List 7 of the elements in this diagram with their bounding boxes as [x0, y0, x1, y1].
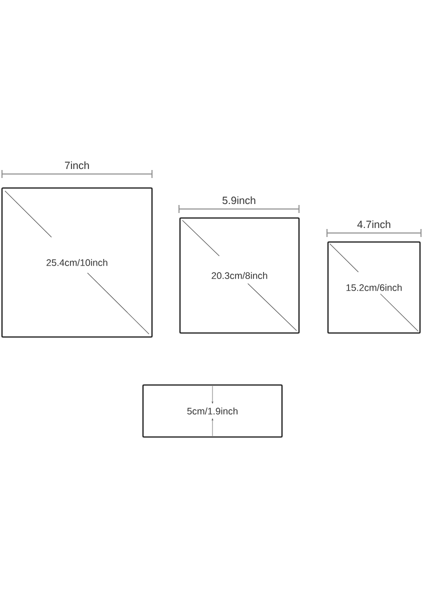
box: 20.3cm/8inch	[179, 217, 300, 334]
box: 25.4cm/10inch	[1, 187, 153, 338]
dimension-label: 7inch	[64, 161, 89, 170]
box: 15.2cm/6inch	[327, 241, 421, 334]
dimension-label: 4.7inch	[357, 220, 390, 228]
dimension-label: 5.9inch	[222, 196, 256, 204]
box: 5cm/1.9inch	[142, 384, 283, 438]
